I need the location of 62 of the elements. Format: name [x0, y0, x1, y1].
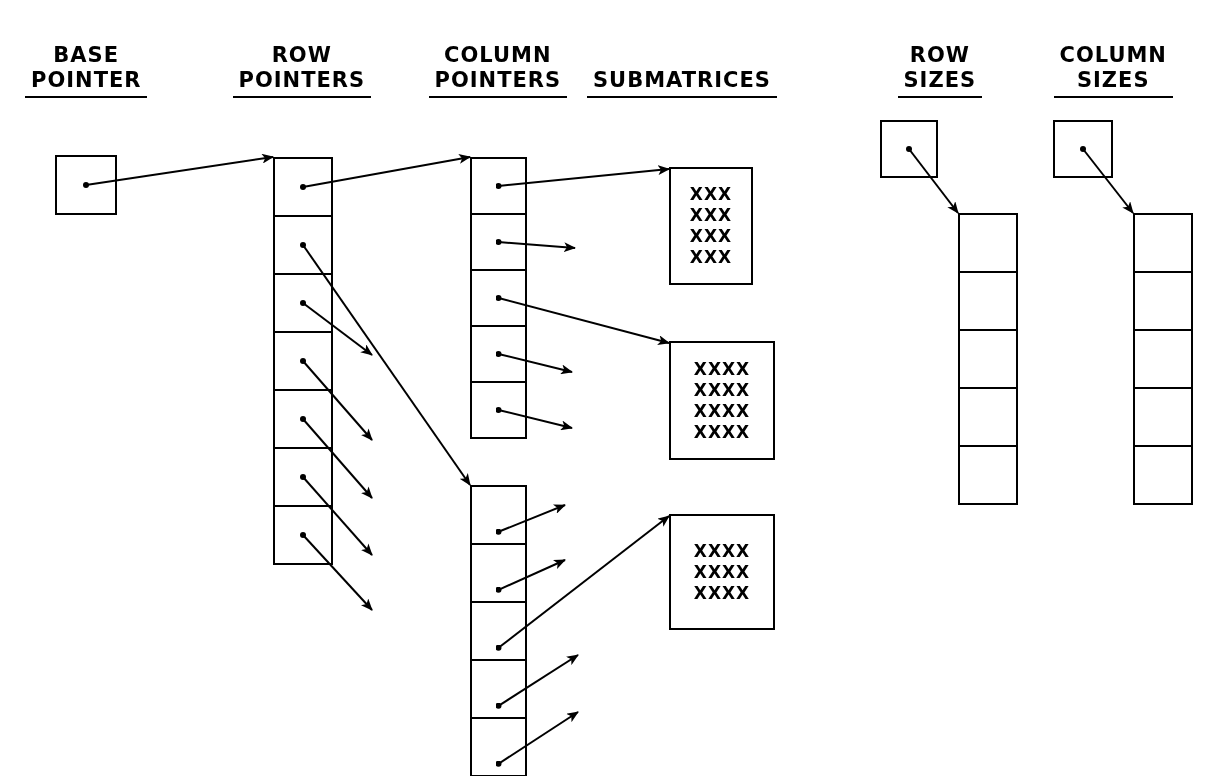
array-cell [273, 447, 333, 507]
array-cell [470, 325, 527, 383]
pointer-arrow [495, 351, 573, 375]
array-cell [273, 273, 333, 333]
pointer-arrow [495, 515, 670, 651]
array-cell [958, 387, 1018, 447]
column-heading: ROW POINTERS [232, 43, 372, 98]
pointer-arrow [300, 532, 373, 611]
pointer-arrow [300, 242, 471, 486]
pointer-arrow [300, 300, 373, 356]
submatrix-box [669, 514, 775, 630]
array-cell [470, 717, 527, 776]
array-cell [1133, 387, 1193, 447]
column-heading: SUBMATRICES [587, 68, 777, 98]
array-cell [273, 505, 333, 565]
array-cell [958, 445, 1018, 505]
array-cell [470, 485, 527, 545]
array-cell [470, 157, 527, 215]
array-cell [1133, 329, 1193, 389]
array-cell [273, 331, 333, 391]
array-cell [958, 271, 1018, 331]
submatrix-box [669, 167, 753, 285]
array-cell [273, 157, 333, 217]
pointer-arrow [495, 711, 579, 767]
array-cell [1133, 213, 1193, 273]
pointer-arrow [300, 474, 373, 556]
array-cell [958, 329, 1018, 389]
array-cell [1053, 120, 1113, 178]
column-heading: COLUMN SIZES [1053, 43, 1173, 98]
submatrix-box [669, 341, 775, 460]
array-cell [273, 215, 333, 275]
matrix-entries: XXX XXX XXX XXX [689, 184, 733, 268]
pointer-arrow [495, 239, 576, 253]
array-cell [1133, 271, 1193, 331]
pointer-arrow [300, 416, 373, 499]
pointer-arrow [83, 153, 274, 188]
array-cell [55, 155, 117, 215]
array-cell [273, 389, 333, 449]
matrix-entries: XXXX XXXX XXXX [693, 540, 751, 604]
array-cell [1133, 445, 1193, 505]
pointer-arrow [1080, 146, 1134, 214]
array-cell [470, 601, 527, 661]
matrix-entries: XXXX XXXX XXXX XXXX [693, 358, 751, 443]
pointer-arrow [495, 504, 566, 535]
array-cell [470, 381, 527, 439]
array-cell [470, 213, 527, 271]
pointer-arrow [300, 358, 373, 441]
array-cell [880, 120, 938, 178]
pointer-arrow [495, 559, 566, 593]
column-heading: BASE POINTER [25, 43, 148, 98]
pointer-arrow [906, 146, 959, 214]
array-cell [470, 543, 527, 603]
array-cell [470, 269, 527, 327]
pointer-arrow [300, 154, 471, 190]
column-heading: COLUMN POINTERS [428, 43, 568, 98]
pointer-arrow [495, 165, 670, 189]
column-heading: ROW SIZES [897, 43, 983, 98]
pointer-arrow [495, 654, 579, 709]
array-cell [470, 659, 527, 719]
pointer-arrow [495, 407, 573, 431]
pointer-arrow [495, 295, 670, 346]
array-cell [958, 213, 1018, 273]
